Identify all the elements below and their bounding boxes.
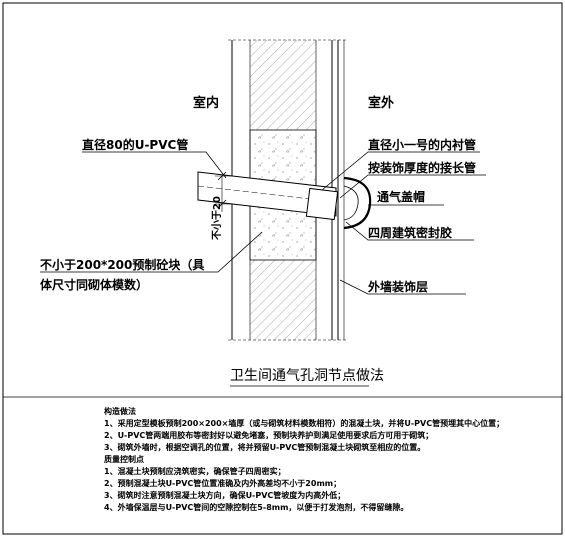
construction-heading: 构造做法 — [104, 406, 136, 416]
quality-item: 4、外墙保温层与U-PVC管间的空隙控制在5-8mm，以便于打发泡剂，不得留缝隙… — [104, 502, 408, 512]
inner-liner-pipe — [305, 187, 339, 221]
quality-item: 2、预制混凝土块U-PVC管位置准确及内外高差均不小于20mm； — [104, 478, 341, 489]
callout-upvc-pipe: 直径80的U-PVC管 — [82, 137, 188, 152]
callout-extension-pipe: 按装饰厚度的接长管 — [368, 160, 476, 175]
label-outdoor: 室外 — [368, 95, 394, 111]
callout-precast-line1: 不小于200*200预制砼块（具 — [40, 257, 204, 272]
label-indoor: 室内 — [193, 95, 219, 111]
construction-item: 2、U-PVC管两端用胶布等密封好以避免堵塞，预制块养护到满足使用要求后方可用于… — [104, 430, 433, 441]
construction-item: 3、砌筑外墙时，根据空调孔的位置，将并预留U-PVC管预制混凝土块砌筑至相应的位… — [104, 442, 425, 452]
wall-section — [228, 39, 348, 341]
vent-cap — [343, 176, 372, 230]
notes-block: 构造做法 1、采用定型模板预制200×200×墙厚（或与砌筑材料模数相符）的混凝… — [104, 406, 504, 512]
callout-sealant: 四周建筑密封胶 — [368, 225, 452, 240]
callout-inner-liner: 直径小一号的内衬管 — [368, 137, 476, 152]
quality-item: 1、混凝土块预制应浇筑密实，确保管子四周密实； — [104, 466, 286, 477]
callout-precast-line2: 体尺寸同砌体模数） — [40, 277, 148, 292]
slope-dimension — [215, 171, 232, 212]
leader-lines — [40, 151, 486, 295]
drawing-title: 卫生间通气孔洞节点做法 — [230, 368, 384, 384]
construction-item: 1、采用定型模板预制200×200×墙厚（或与砌筑材料模数相符）的混凝土块，并将… — [104, 418, 504, 429]
slope-dim-label: 不小于20 — [210, 196, 223, 240]
quality-item: 3、砌筑时注意预制混凝土块方向，确保U-PVC管坡度为内高外低； — [104, 490, 345, 501]
callout-vent-cap: 通气盖帽 — [377, 189, 425, 204]
quality-heading: 质量控制点 — [104, 454, 144, 464]
upvc-pipe — [197, 171, 337, 217]
callout-wall-finish: 外墙装饰层 — [368, 279, 428, 294]
